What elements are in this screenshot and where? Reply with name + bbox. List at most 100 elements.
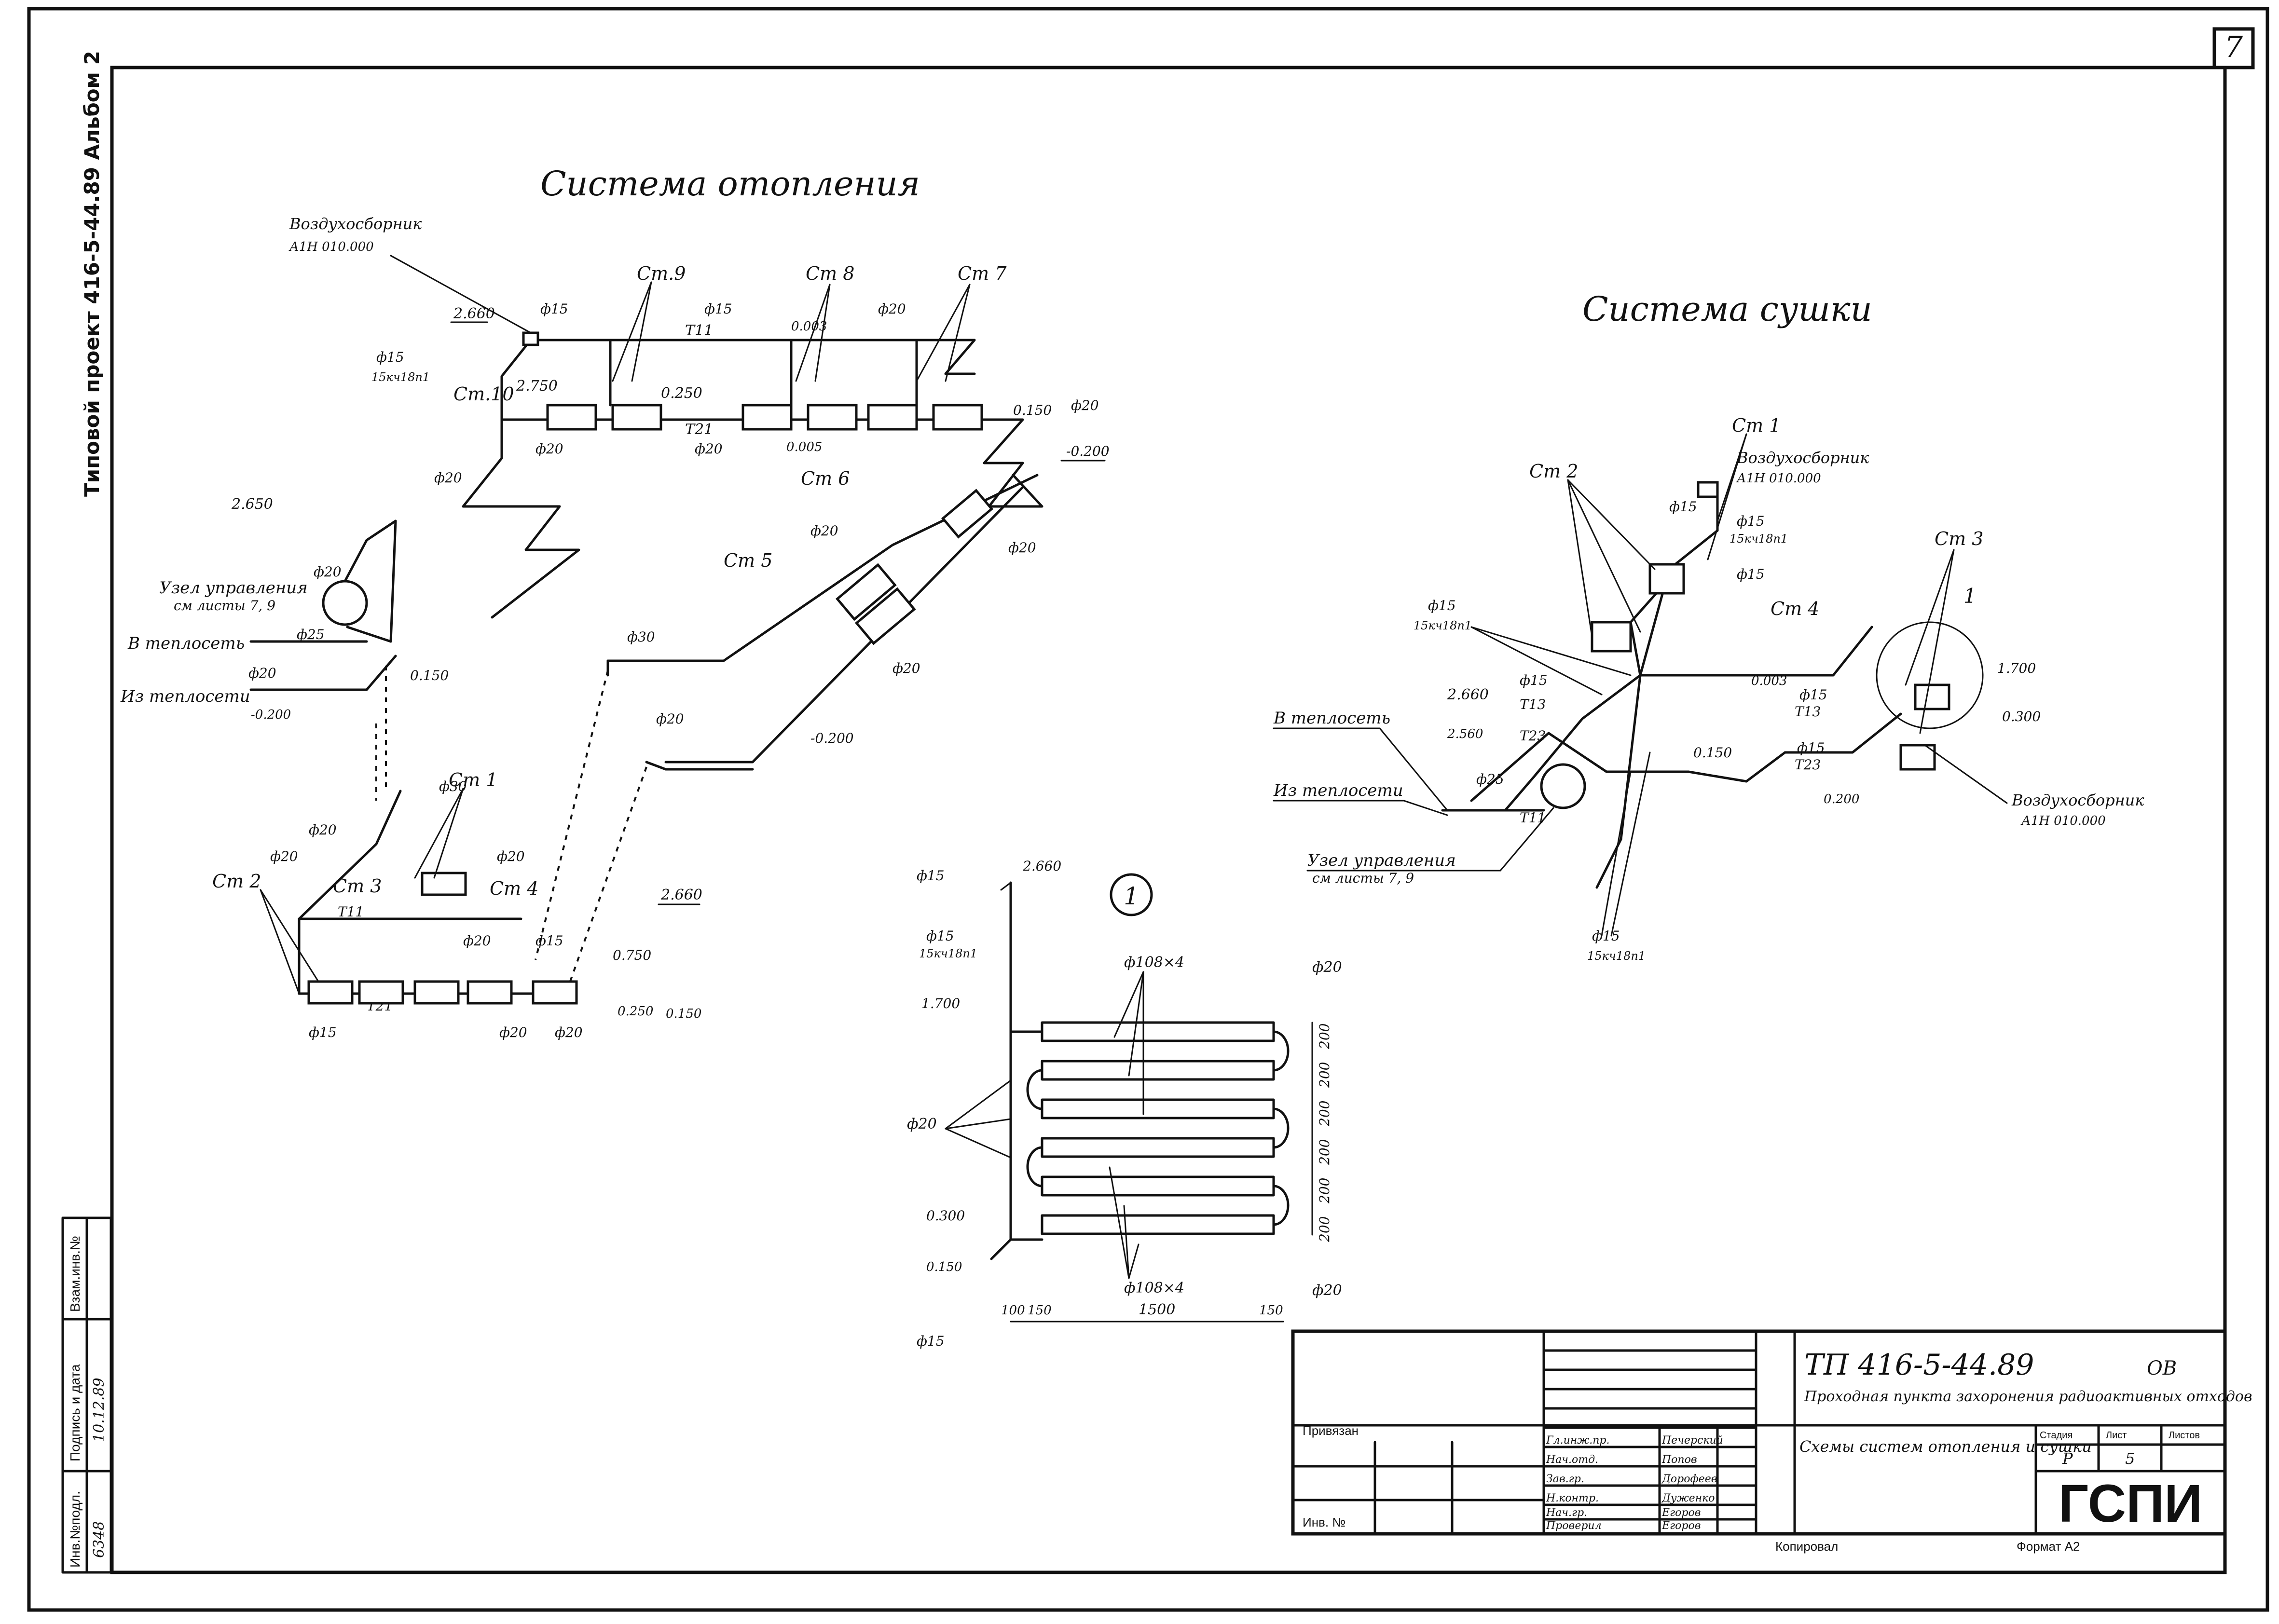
dn15-label: ф15 [376,349,404,365]
riser-label-9: Ст.9 [637,263,686,284]
pipe [343,519,397,643]
drying-pipe-t13-right: Т13 [1795,704,1821,720]
radiator [611,404,662,431]
stage-header: Стадия [2040,1430,2073,1441]
level-2660: 2.660 [453,305,495,322]
dn15-label: ф15 [1799,687,1827,703]
dn15-label: ф15 [1520,672,1548,688]
sheet-header: Лист [2106,1430,2127,1441]
level-2660: 2.660 [1022,858,1061,874]
name-0: Печерский [1661,1434,1723,1447]
level-0150: 0.150 [410,668,449,683]
dn20-label: ф20 [695,441,723,457]
callout-number: 1 [1963,584,1977,608]
radiator [1591,621,1632,653]
drying-to-network-label: В теплосеть [1273,709,1390,728]
drying-riser-st3: Ст 3 [1935,528,1983,549]
dn20-label: ф20 [878,301,906,317]
leader [1924,744,2008,804]
radiator [1899,744,1936,771]
valve-label: 15кч18п1 [371,370,430,384]
dn20-label: ф20 [656,711,684,727]
name-1: Попов [1661,1454,1697,1466]
drying-riser-st1 [1639,491,1719,677]
detail-register: 1 200 200 200 200 200 200 [907,858,1342,1349]
register-dims: 200 200 200 200 200 200 100 150 1500 150 [1001,1022,1332,1323]
dn15-label: ф15 [540,301,568,317]
drying-control-node-icon [1540,763,1586,809]
detail-marker [1110,873,1153,916]
format-label: Формат А2 [2017,1539,2080,1554]
dim-100: 100 [1001,1303,1025,1318]
inv-orig-label: Инв.№подл. [68,1491,82,1568]
dim-150: 150 [1259,1303,1283,1318]
dn20-label: ф20 [497,848,525,864]
slope-0005: 0.005 [786,440,822,454]
dim-200: 200 [1317,1216,1332,1242]
left-stamp-block: Взам.инв.№ Подпись и дата Инв.№подл. 10.… [61,1216,112,1574]
valve-label: 15кч18п1 [1414,619,1472,632]
level-neg0200: -0.200 [251,708,291,722]
dn25-label: ф25 [1476,771,1504,787]
slope-0003: 0.003 [791,319,827,334]
sheet-number-box [2212,27,2255,69]
riser-label-st4: Ст 4 [490,878,538,899]
dn15-label: ф15 [704,301,732,317]
riser-label-7: Ст 7 [958,263,1007,284]
dn15-label: ф15 [1428,598,1456,614]
air-collector-icon [522,331,539,346]
sheet-code: ОВ [2147,1357,2177,1379]
level-neg0200: -0.200 [810,730,854,746]
drying-pipe-t13: Т13 [1520,696,1546,712]
dn20-label: ф20 [248,665,276,681]
side-label: Типовой проект 416-5-44.89 Альбом 2 [80,51,104,497]
level-0250: 0.250 [661,385,702,402]
valve-label: 15кч18п1 [919,947,977,960]
dn20-label: ф20 [535,441,563,457]
radiator [413,980,460,1005]
heating-system: Система отопления Т11 Т21 Ст.9 Ст 8 Ст 7… [120,164,1110,1040]
dn20-label: ф20 [270,848,298,864]
drying-level-0200: 0.200 [1824,792,1859,806]
dn20-label: ф20 [1312,959,1342,976]
outer-frame [27,7,2269,1612]
org-name: ГСПИ [2059,1474,2202,1533]
drying-riser-down [1595,674,1642,889]
drying-air-collector-code-top: А1Н 010.000 [1736,471,1821,486]
leader [390,255,532,334]
dn15-label: ф15 [1737,513,1765,529]
dn20-label: ф20 [555,1024,583,1040]
dn15-label: ф15 [917,1333,945,1349]
drying-riser-st1: Ст 1 [1732,415,1781,436]
dn20-label: ф20 [309,822,337,838]
level-2650: 2.650 [231,496,273,513]
inv-value: 6348 [91,1521,108,1558]
level-0300: 0.300 [926,1208,965,1224]
dn15-label: ф15 [1669,499,1697,515]
detail-riser [990,881,1012,1260]
level-1700: 1.700 [921,996,960,1011]
drying-level-0150: 0.150 [1693,745,1732,761]
dn20-label: ф20 [1008,540,1036,556]
heating-supply-top [529,339,976,375]
radiator [835,563,897,621]
name-5: Егоров [1661,1520,1701,1532]
dn15-label: ф15 [917,868,945,884]
date-value: 10.12.89 [91,1378,108,1442]
role-5: Проверил [1546,1520,1602,1532]
leader [612,281,652,382]
project-code: ТП 416-5-44.89 [1804,1348,2034,1382]
control-node-label: Узел управления [159,578,308,598]
dn15-label: ф15 [1797,740,1825,756]
dn15-label: ф15 [1592,928,1620,944]
radiator [807,404,858,431]
callout-circle [1876,621,1984,729]
leader [414,788,464,879]
heating-middle-return [664,486,1024,764]
pipe-t11-top: Т11 [685,322,713,339]
dn20-label: ф20 [892,660,920,676]
control-node-icon [322,580,368,626]
pipe-size-label: ф108×4 [1124,1280,1184,1296]
level-0250: 0.250 [618,1004,653,1019]
radiator [546,404,597,431]
